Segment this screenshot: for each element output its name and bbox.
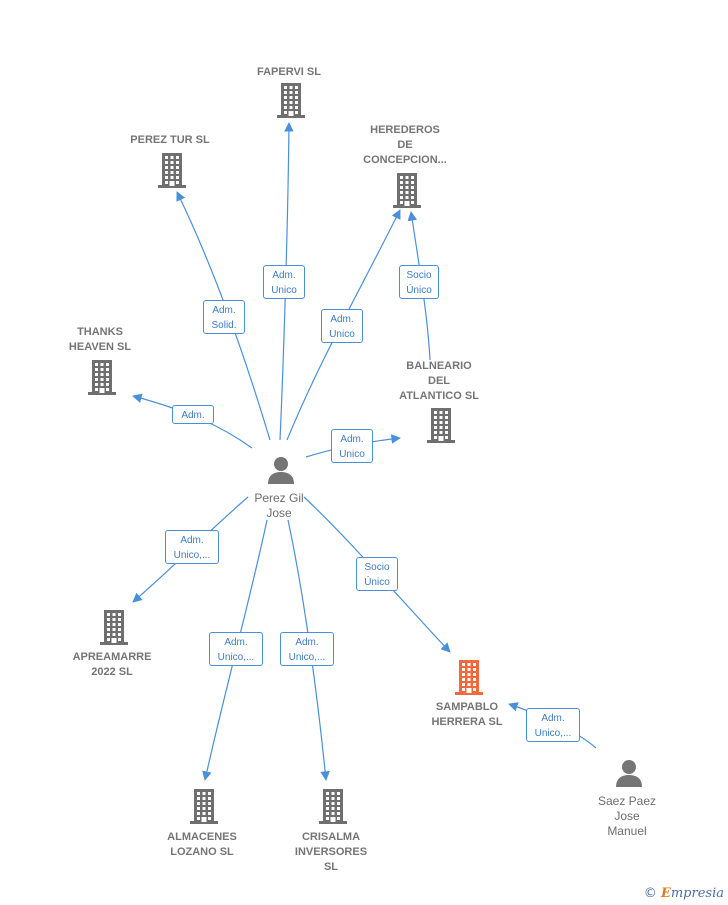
node-label-line: CONCEPCION... bbox=[363, 154, 447, 166]
edge-label-line: Adm. bbox=[272, 270, 296, 281]
edge-label-perezGil-to-faperviSl[interactable]: Adm. Unico bbox=[263, 265, 305, 299]
edge-label-line: Único bbox=[364, 577, 390, 588]
edge-label-line: Solid. bbox=[211, 320, 237, 331]
node-label-perezTurSl[interactable]: PEREZ TUR SL bbox=[95, 133, 245, 148]
node-label-line: INVERSORES bbox=[294, 846, 368, 858]
node-label-line: FAPERVI SL bbox=[257, 66, 321, 78]
person-icon-saezPaez[interactable] bbox=[614, 758, 644, 793]
brand-name: mpresia bbox=[670, 886, 724, 901]
node-label-line: PEREZ TUR SL bbox=[130, 134, 210, 146]
node-label-balneario[interactable]: BALNEARIO DEL ATLANTICO SL bbox=[364, 359, 514, 404]
edge-label-line: Único bbox=[406, 285, 432, 296]
node-label-line: ATLANTICO SL bbox=[399, 390, 479, 402]
node-label-almacenes[interactable]: ALMACENES LOZANO SL bbox=[127, 830, 277, 860]
node-label-line: ALMACENES bbox=[167, 831, 237, 843]
edge-label-perezGil-to-balneario[interactable]: Adm. Unico bbox=[331, 429, 373, 463]
node-label-line: Saez Paez bbox=[597, 794, 657, 808]
node-label-line: SL bbox=[323, 861, 339, 873]
edge-label-line: Unico,... bbox=[217, 652, 255, 663]
node-label-line: HEREDEROS bbox=[370, 124, 440, 136]
node-label-line: HERRERA SL bbox=[431, 716, 503, 728]
node-label-line: CRISALMA bbox=[301, 831, 361, 843]
edge-label-perezGil-to-crisalma[interactable]: Adm. Unico,... bbox=[280, 632, 334, 666]
node-label-line: 2022 SL bbox=[91, 666, 133, 678]
building-icon-balneario[interactable] bbox=[426, 407, 456, 448]
node-label-faperviSl[interactable]: FAPERVI SL bbox=[214, 65, 364, 80]
edge-label-perezGil-to-almacenes[interactable]: Adm. Unico,... bbox=[209, 632, 263, 666]
building-icon-herederos[interactable] bbox=[392, 172, 422, 213]
edge-label-perezGil-to-apreamarre[interactable]: Adm. Unico,... bbox=[165, 530, 219, 564]
copyright-icon: © bbox=[643, 886, 657, 901]
edge-label-line: Unico,... bbox=[534, 728, 572, 739]
edge-label-perezGil-to-thanksHeaven[interactable]: Adm. bbox=[172, 404, 214, 424]
brand-footer[interactable]: © Empresia bbox=[644, 886, 724, 901]
node-label-sampablo[interactable]: SAMPABLO HERRERA SL bbox=[392, 700, 542, 730]
edge-label-perezGil-to-herederos[interactable]: Adm. Unico bbox=[321, 309, 363, 343]
node-label-line: Jose bbox=[614, 809, 640, 823]
edge-label-line: Unico bbox=[271, 285, 297, 296]
edge-label-line: Adm. bbox=[340, 434, 364, 445]
edge-label-line: Unico bbox=[329, 329, 355, 340]
node-label-line: DE bbox=[397, 139, 413, 151]
person-icon-perezGil[interactable] bbox=[266, 455, 296, 490]
edge-label-line: Unico,... bbox=[288, 652, 326, 663]
node-label-thanksHeaven[interactable]: THANKS HEAVEN SL bbox=[25, 325, 175, 355]
node-label-herederos[interactable]: HEREDEROS DE CONCEPCION... bbox=[330, 123, 480, 168]
building-icon-perezTurSl[interactable] bbox=[157, 152, 187, 193]
node-label-apreamarre[interactable]: APREAMARRE 2022 SL bbox=[37, 650, 187, 680]
edge-label-line: Adm. bbox=[180, 535, 204, 546]
edge-label-line: Socio bbox=[364, 562, 390, 573]
edge-label-perezGil-to-perezTurSl[interactable]: Adm. Solid. bbox=[203, 300, 245, 334]
edge-label-line: Unico,... bbox=[173, 550, 211, 561]
node-label-line: Perez Gil bbox=[254, 491, 304, 505]
building-icon-crisalma[interactable] bbox=[318, 788, 348, 829]
node-label-line: Jose bbox=[266, 506, 292, 520]
edge-label-line: Unico bbox=[339, 449, 365, 460]
node-label-line: APREAMARRE bbox=[72, 651, 152, 663]
edge-label-line: Adm. bbox=[541, 713, 565, 724]
building-icon-sampablo[interactable] bbox=[454, 659, 484, 700]
edge-label-line: Adm. bbox=[224, 637, 248, 648]
edge-label-line: Adm. bbox=[212, 305, 236, 316]
node-label-crisalma[interactable]: CRISALMA INVERSORES SL bbox=[256, 830, 406, 875]
brand-initial: E bbox=[660, 886, 671, 901]
node-label-line: Manuel bbox=[607, 824, 647, 838]
node-label-line: HEAVEN SL bbox=[68, 341, 132, 353]
edge-label-line: Socio bbox=[406, 270, 432, 281]
building-icon-faperviSl[interactable] bbox=[276, 82, 306, 123]
building-icon-almacenes[interactable] bbox=[189, 788, 219, 829]
node-label-line: THANKS bbox=[77, 326, 123, 338]
node-label-line: BALNEARIO bbox=[406, 360, 472, 372]
edge-label-line: Adm. bbox=[330, 314, 354, 325]
edge-label-saezPaez-to-sampablo[interactable]: Adm. Unico,... bbox=[526, 708, 580, 742]
building-icon-apreamarre[interactable] bbox=[99, 609, 129, 650]
building-icon-thanksHeaven[interactable] bbox=[87, 359, 117, 400]
node-label-line: SAMPABLO bbox=[435, 701, 499, 713]
edge-label-line: Adm. bbox=[181, 409, 205, 421]
node-label-line: LOZANO SL bbox=[170, 846, 234, 858]
edge-label-line: Adm. bbox=[295, 637, 319, 648]
node-label-line: DEL bbox=[428, 375, 450, 387]
